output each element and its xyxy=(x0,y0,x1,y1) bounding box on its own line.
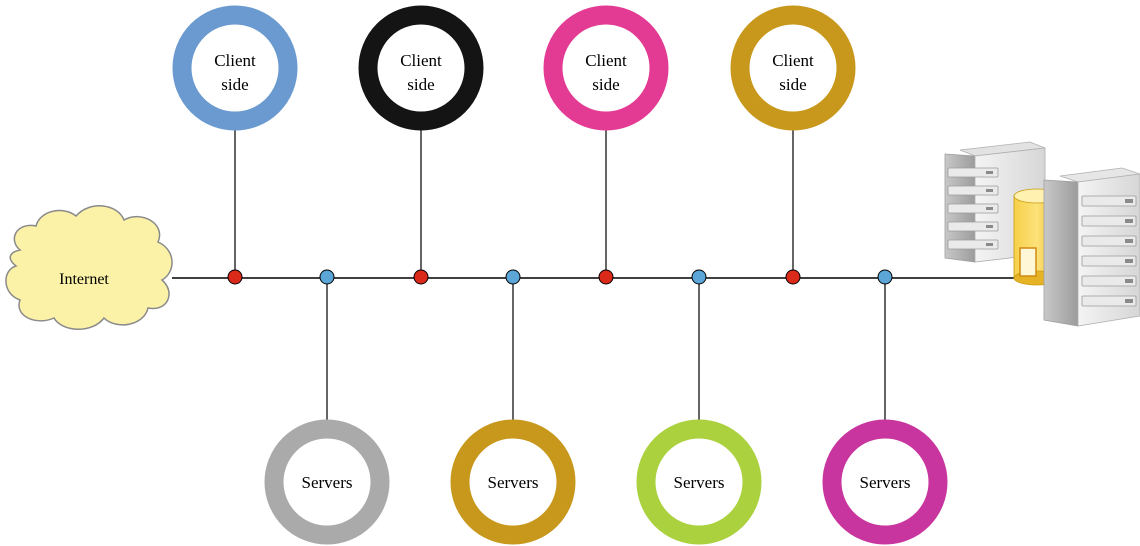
server-junction-dot xyxy=(691,269,707,285)
server-rack-with-database-icon xyxy=(944,141,1140,327)
client-label-line2: side xyxy=(221,75,248,94)
server-node: Servers xyxy=(450,280,576,545)
server-node: Servers xyxy=(636,280,762,545)
client-label-line2: side xyxy=(592,75,619,94)
server-node: Servers xyxy=(264,280,390,545)
client-node: Client side xyxy=(172,5,298,276)
server-label: Servers xyxy=(674,473,725,492)
client-node: Client side xyxy=(730,5,856,276)
client-junction-dot xyxy=(598,269,614,285)
client-label-line1: Client xyxy=(585,51,627,70)
server-label: Servers xyxy=(302,473,353,492)
client-junction-dot xyxy=(227,269,243,285)
server-ring xyxy=(636,419,762,545)
client-label-line1: Client xyxy=(772,51,814,70)
client-node: Client side xyxy=(543,5,669,276)
internet-cloud: Internet xyxy=(5,205,173,330)
server-ring xyxy=(822,419,948,545)
client-ring xyxy=(730,5,856,131)
server-label: Servers xyxy=(488,473,539,492)
server-label: Servers xyxy=(860,473,911,492)
server-junction-dot xyxy=(319,269,335,285)
client-ring xyxy=(358,5,484,131)
client-junction-dot xyxy=(413,269,429,285)
server-junction-dot xyxy=(505,269,521,285)
server-ring xyxy=(264,419,390,545)
client-ring xyxy=(172,5,298,131)
client-label-line1: Client xyxy=(214,51,256,70)
client-junction-dot xyxy=(785,269,801,285)
client-label-line2: side xyxy=(407,75,434,94)
server-junction-dot xyxy=(877,269,893,285)
cloud-icon xyxy=(5,205,173,330)
server-node: Servers xyxy=(822,280,948,545)
internet-label: Internet xyxy=(59,271,109,288)
client-ring xyxy=(543,5,669,131)
client-label-line1: Client xyxy=(400,51,442,70)
client-node: Client side xyxy=(358,5,484,276)
server-ring xyxy=(450,419,576,545)
client-label-line2: side xyxy=(779,75,806,94)
